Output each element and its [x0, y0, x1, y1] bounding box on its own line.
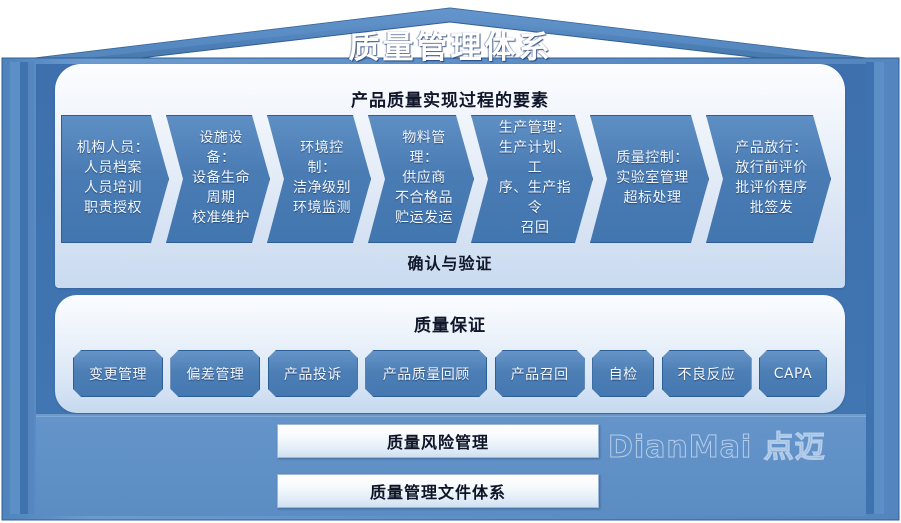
process-step-6-label: 质量控制： 实验室管理 超标处理: [616, 150, 689, 206]
qa-item-complaint[interactable]: 产品投诉: [268, 350, 358, 397]
qa-item-recall[interactable]: 产品召回: [495, 350, 585, 397]
qa-item-6-label: 自检: [608, 366, 638, 383]
qa-item-4-label: 产品质量回顾: [382, 366, 470, 383]
quality-document-system-label: 质量管理文件体系: [369, 483, 506, 502]
quality-risk-management-bar[interactable]: 质量风险管理: [277, 424, 599, 458]
qa-item-product-quality-review[interactable]: 产品质量回顾: [365, 350, 487, 397]
process-step-3[interactable]: 环境控制： 洁净级别 环境监测: [267, 115, 371, 243]
process-step-7-label: 产品放行： 放行前评价 批评价程序 批签发: [735, 140, 808, 216]
qa-item-8-label: CAPA: [773, 365, 813, 382]
process-elements-panel: 产品质量实现过程的要素 机构人员： 人员档案 人员培训 职责授权 设施设备： 设…: [55, 64, 845, 288]
qa-panel-heading: 质量保证: [414, 316, 486, 336]
qa-item-row: 变更管理 偏差管理 产品投诉 产品质量回顾 产品召回 自检 不良反应 CAPA: [73, 350, 827, 397]
process-panel-heading: 产品质量实现过程的要素: [351, 91, 549, 111]
qa-item-3-label: 产品投诉: [283, 366, 342, 383]
qa-item-self-inspection[interactable]: 自检: [592, 350, 654, 397]
process-step-4[interactable]: 物料管理： 供应商 不合格品 贮运发运: [368, 115, 474, 243]
watermark-text: DianMai 点迈: [608, 430, 826, 466]
quality-document-system-bar[interactable]: 质量管理文件体系: [277, 474, 599, 508]
process-step-1[interactable]: 机构人员： 人员档案 人员培训 职责授权: [61, 115, 169, 243]
process-step-5[interactable]: 生产管理： 生产计划、工 序、生产指令 召回: [471, 115, 593, 243]
quality-assurance-panel: 质量保证 变更管理 偏差管理 产品投诉 产品质量回顾 产品召回 自检 不良反应: [55, 295, 845, 413]
process-chevron-row: 机构人员： 人员档案 人员培训 职责授权 设施设备： 设备生命 周期 校准维护 …: [61, 115, 839, 243]
qa-item-1-label: 变更管理: [89, 366, 147, 383]
qa-item-change-control[interactable]: 变更管理: [73, 350, 163, 397]
qa-item-7-label: 不良反应: [677, 366, 736, 383]
process-step-1-label: 机构人员： 人员档案 人员培训 职责授权: [76, 140, 150, 216]
process-step-4-label: 物料管理： 供应商 不合格品 贮运发运: [395, 130, 453, 226]
qa-item-capa[interactable]: CAPA: [759, 350, 827, 397]
process-step-2[interactable]: 设施设备： 设备生命 周期 校准维护: [166, 115, 270, 243]
validation-label: 确认与验证: [407, 254, 493, 273]
process-step-5-label: 生产管理： 生产计划、工 序、生产指令 召回: [498, 120, 572, 236]
process-step-3-label: 环境控制： 洁净级别 环境监测: [293, 140, 351, 216]
qa-item-adverse-reaction[interactable]: 不良反应: [662, 350, 752, 397]
qa-item-2-label: 偏差管理: [186, 366, 245, 383]
qa-item-5-label: 产品召回: [510, 366, 569, 383]
process-step-6[interactable]: 质量控制： 实验室管理 超标处理: [590, 115, 709, 243]
quality-risk-management-label: 质量风险管理: [386, 433, 489, 452]
page-title: 质量管理体系: [348, 30, 553, 66]
qa-item-deviation[interactable]: 偏差管理: [170, 350, 260, 397]
process-step-2-label: 设施设备： 设备生命 周期 校准维护: [192, 130, 250, 226]
process-step-7[interactable]: 产品放行： 放行前评价 批评价程序 批签发: [706, 115, 831, 243]
